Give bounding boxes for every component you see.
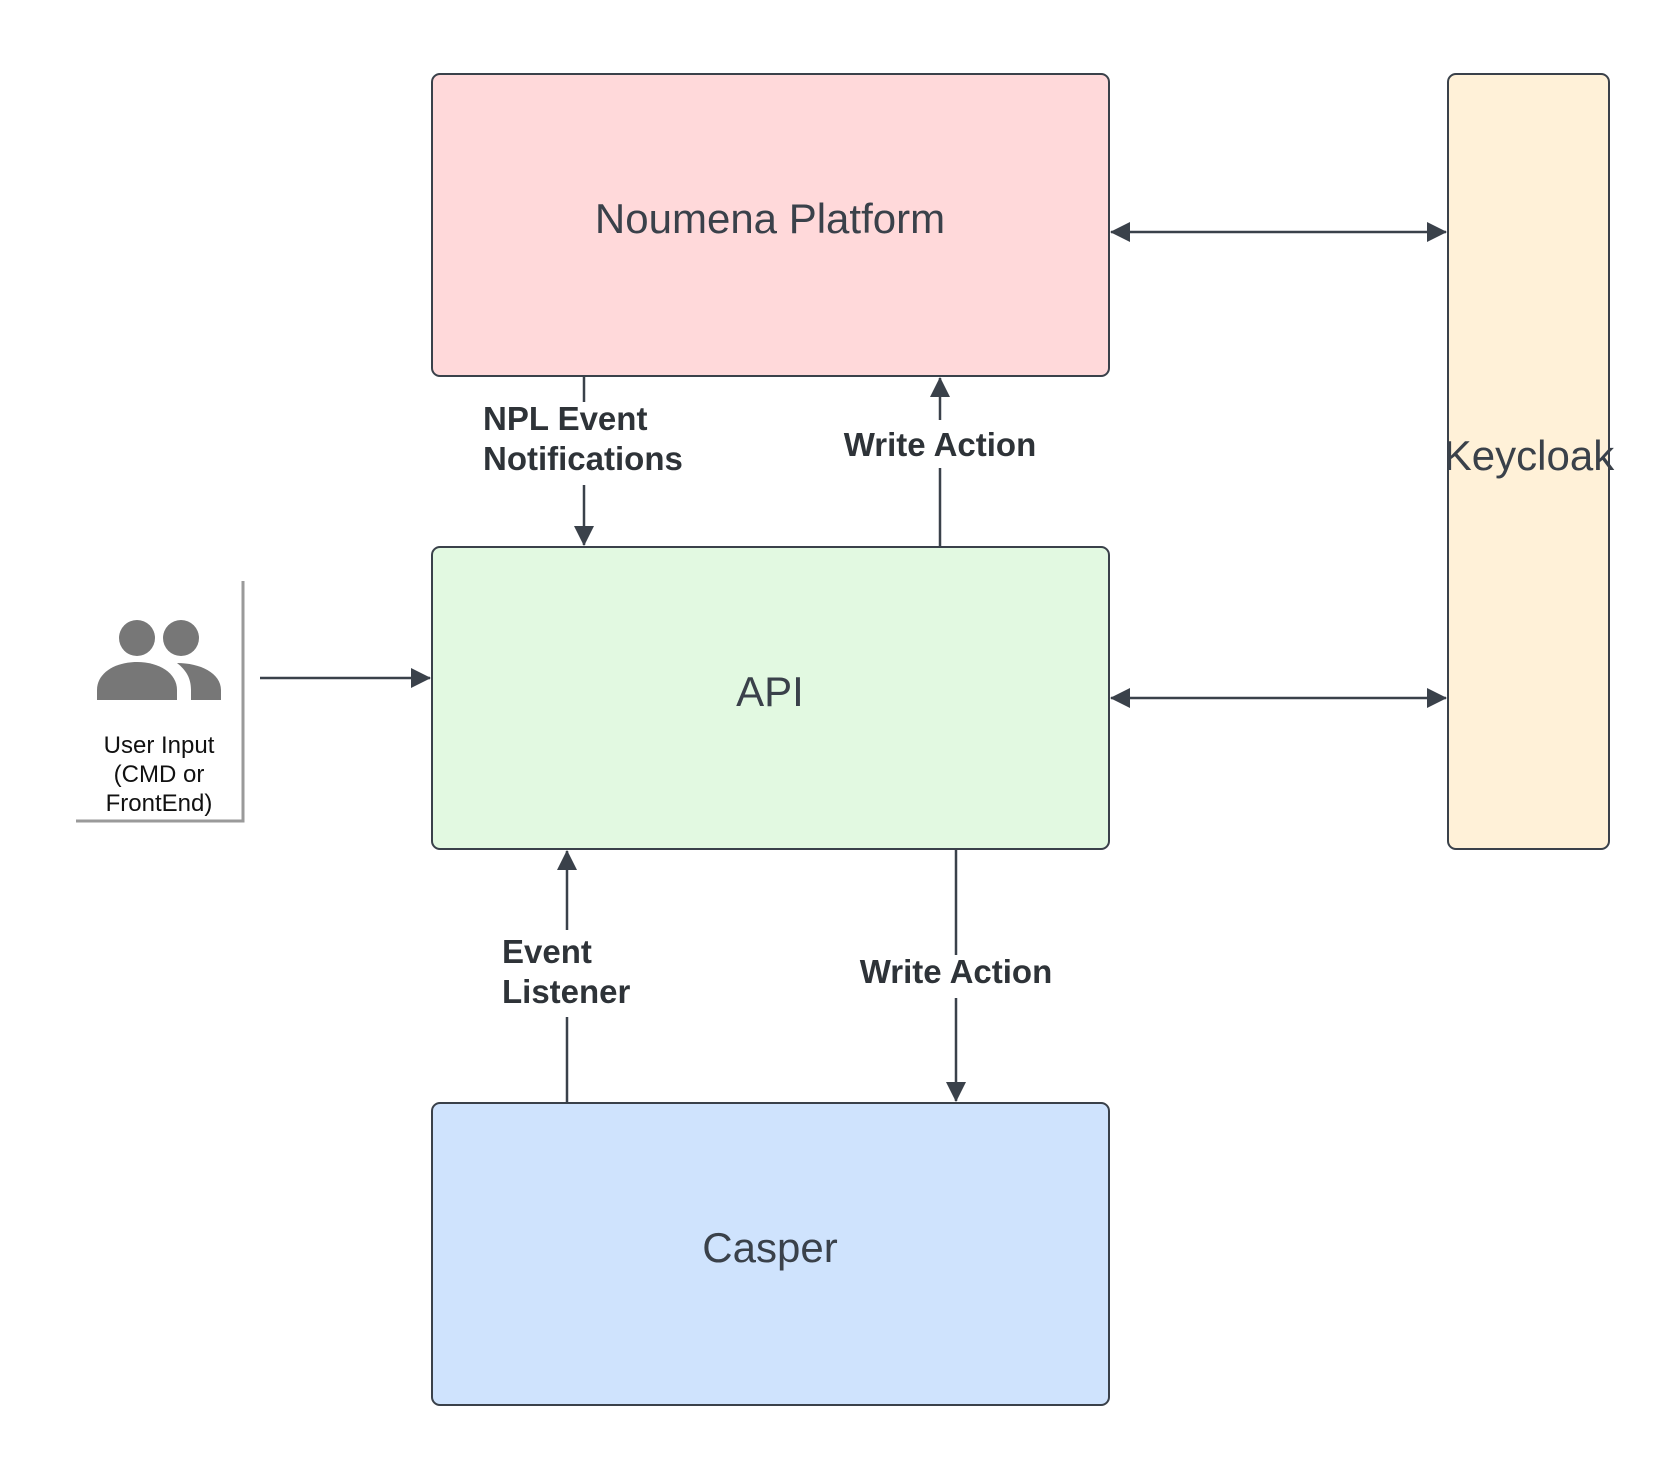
- write-action-down-label: Write Action: [860, 953, 1053, 990]
- noumena-platform-label: Noumena Platform: [595, 195, 945, 242]
- user-input-label-line-3: FrontEnd): [106, 790, 213, 817]
- event-listener-label-line-1: Event: [502, 933, 592, 970]
- user-input-node: User Input (CMD or FrontEnd): [76, 581, 245, 823]
- event-listener-edge: Event Listener: [502, 850, 631, 1103]
- keycloak-box: [1447, 73, 1610, 850]
- noumena-platform-node: Noumena Platform: [431, 73, 1110, 377]
- user-card-border: [76, 581, 245, 823]
- casper-label: Casper: [702, 1224, 837, 1271]
- write-action-up-label: Write Action: [844, 426, 1037, 463]
- write-action-up-edge: Write Action: [844, 377, 1037, 547]
- api-label: API: [736, 668, 804, 715]
- user-input-label-line-2: (CMD or: [114, 761, 205, 788]
- users-icon: [97, 620, 221, 700]
- api-box: [431, 546, 1110, 850]
- noumena-platform-box: [431, 73, 1110, 377]
- user-input-label-line-1: User Input: [104, 732, 215, 759]
- casper-box: [431, 1102, 1110, 1406]
- api-node: API: [431, 546, 1110, 850]
- npl-event-notifications-edge: NPL Event Notifications: [483, 376, 683, 546]
- npl-events-label-line-1: NPL Event: [483, 400, 647, 437]
- keycloak-label: Keycloak: [1444, 432, 1615, 479]
- npl-events-label-line-2: Notifications: [483, 440, 683, 477]
- write-action-down-edge: Write Action: [860, 849, 1053, 1102]
- event-listener-label-line-2: Listener: [502, 973, 631, 1010]
- casper-node: Casper: [431, 1102, 1110, 1406]
- keycloak-node: Keycloak: [1444, 73, 1615, 850]
